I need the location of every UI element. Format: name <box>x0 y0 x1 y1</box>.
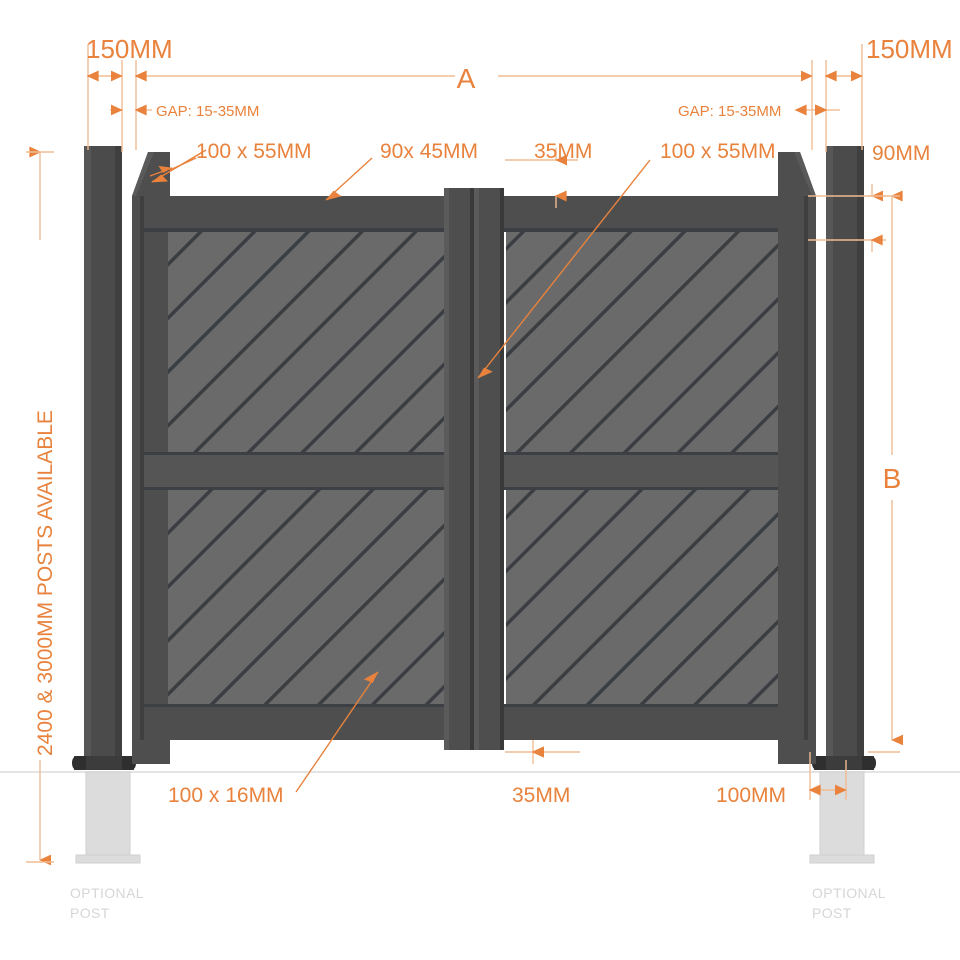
label-optional-post-left-1: OPTIONAL <box>70 885 144 901</box>
label-stile-left: 100 x 55MM <box>196 140 312 163</box>
leader-lines <box>149 149 651 793</box>
gate-leaf-left <box>132 152 474 764</box>
bottom-rail-left <box>140 704 444 740</box>
label-right-post-width: 150MM <box>866 34 953 64</box>
label-posts-available: 2400 & 3000MM POSTS AVAILABLE <box>34 410 57 756</box>
optional-post-left <box>75 771 141 864</box>
label-optional-post-right-1: OPTIONAL <box>812 885 886 901</box>
gate-leaf-right <box>474 152 816 764</box>
label-overall-height-b: B <box>883 463 902 494</box>
label-gap-right: GAP: 15-35MM <box>678 103 781 120</box>
label-top-gap: 35MM <box>534 140 592 163</box>
gate-stile-right-hanging <box>778 152 816 764</box>
label-top-rail: 90x 45MM <box>380 140 478 163</box>
optional-post-right <box>809 771 875 864</box>
label-post-top-offset: 90MM <box>872 142 930 165</box>
label-left-post-width: 150MM <box>86 34 173 64</box>
label-bottom-gap: 35MM <box>512 784 570 807</box>
top-rail-right <box>504 196 808 232</box>
bottom-rail-right <box>504 704 808 740</box>
mid-rail-left <box>140 452 444 490</box>
mid-rail-right <box>504 452 808 490</box>
label-slat-size: 100 x 16MM <box>168 784 284 807</box>
right-post <box>812 146 876 770</box>
label-gap-left: GAP: 15-35MM <box>156 103 259 120</box>
label-post-depth: 100MM <box>716 784 786 807</box>
top-rail-left <box>140 196 444 232</box>
dimension-lines <box>26 44 904 866</box>
label-optional-post-right-2: POST <box>812 905 852 921</box>
label-optional-post-left-2: POST <box>70 905 110 921</box>
label-overall-width-a: A <box>457 63 476 94</box>
left-post <box>72 146 136 770</box>
label-stile-center: 100 x 55MM <box>660 140 776 163</box>
